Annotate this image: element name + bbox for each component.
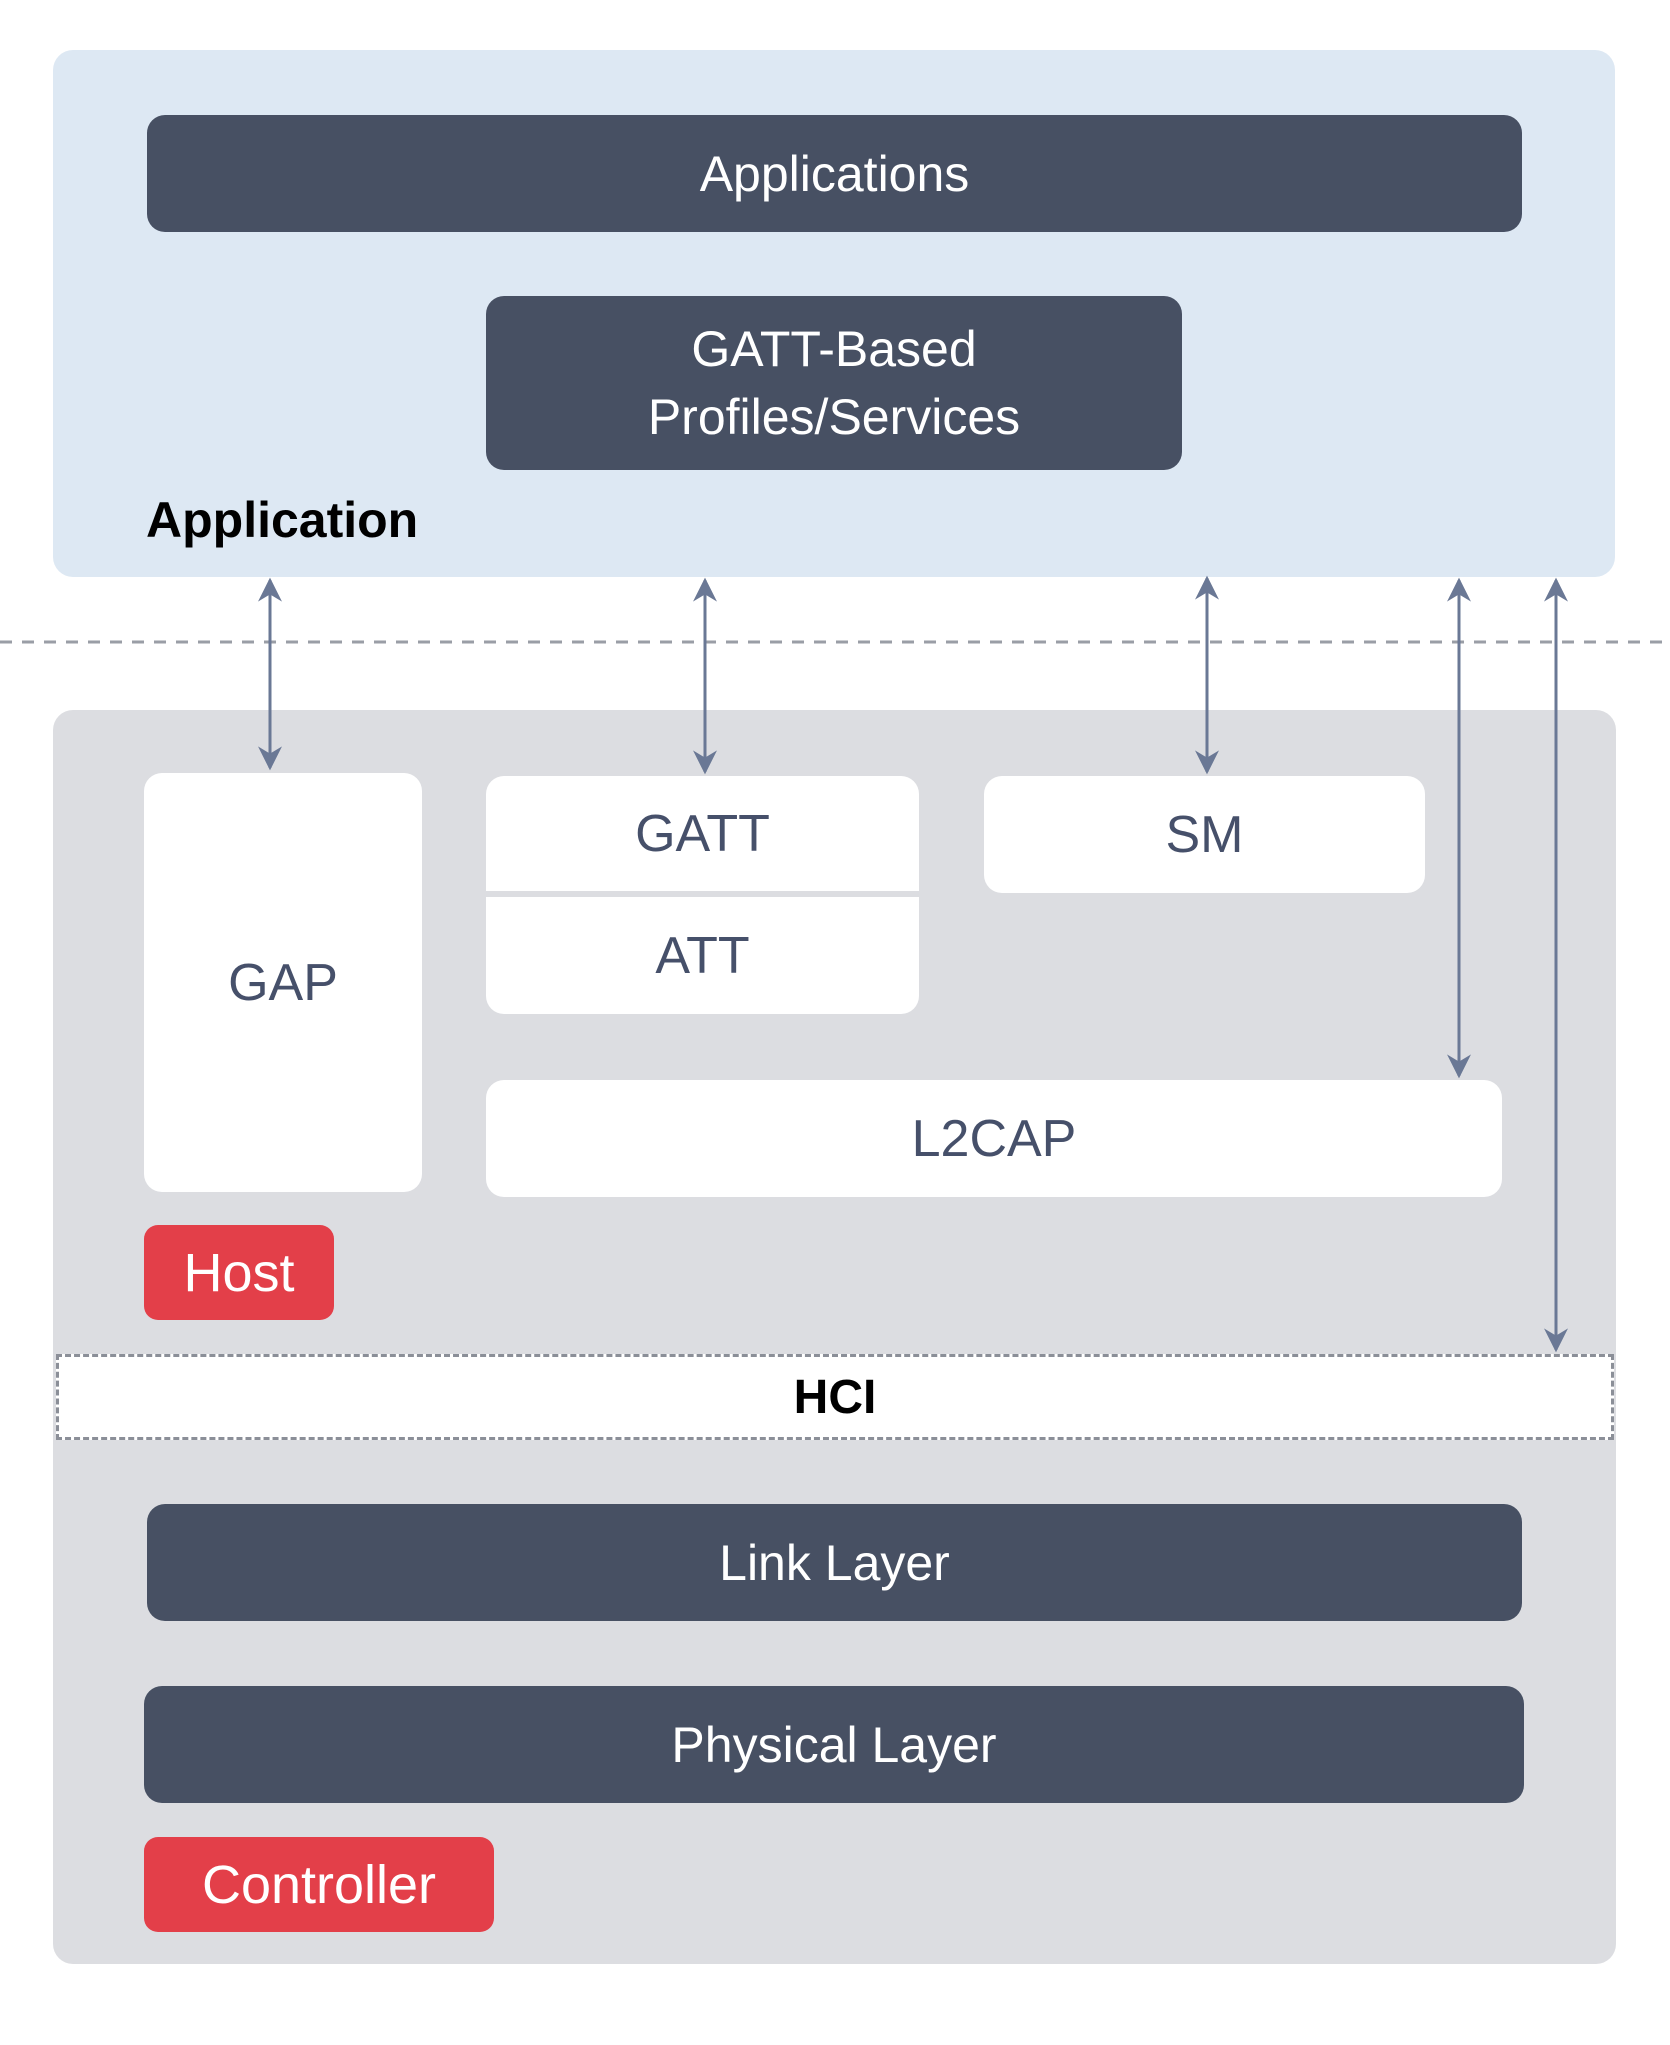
l2cap-block: L2CAP — [486, 1080, 1502, 1197]
att-cell: ATT — [486, 897, 919, 1014]
physical-layer-label: Physical Layer — [671, 1716, 997, 1773]
sm-label: SM — [1165, 805, 1244, 864]
host-tag: Host — [144, 1225, 334, 1320]
gap-label: GAP — [228, 953, 338, 1012]
gatt-label: GATT — [635, 804, 770, 863]
att-label: ATT — [655, 926, 750, 985]
application-section-label: Application — [146, 492, 419, 548]
hci-band: HCI — [56, 1354, 1614, 1440]
gatt-cell: GATT — [486, 776, 919, 891]
physical-layer-block: Physical Layer — [144, 1686, 1524, 1803]
gap-block: GAP — [144, 773, 422, 1192]
link-layer-block: Link Layer — [147, 1504, 1522, 1621]
controller-tag: Controller — [144, 1837, 494, 1932]
applications-block: Applications — [147, 115, 1522, 232]
gatt-profiles-block: GATT-Based Profiles/Services — [486, 296, 1182, 470]
gatt-profiles-line2: Profiles/Services — [647, 389, 1021, 445]
l2cap-label: L2CAP — [911, 1109, 1077, 1168]
controller-tag-label: Controller — [201, 1854, 437, 1915]
gatt-att-divider — [486, 891, 919, 897]
applications-label: Applications — [699, 145, 970, 202]
gatt-profiles-line1: GATT-Based — [691, 321, 977, 377]
hci-label: HCI — [793, 1370, 877, 1424]
link-layer-label: Link Layer — [719, 1534, 950, 1591]
host-tag-label: Host — [183, 1242, 295, 1303]
sm-block: SM — [984, 776, 1425, 893]
gatt-att-block: GATT ATT — [486, 776, 919, 1014]
